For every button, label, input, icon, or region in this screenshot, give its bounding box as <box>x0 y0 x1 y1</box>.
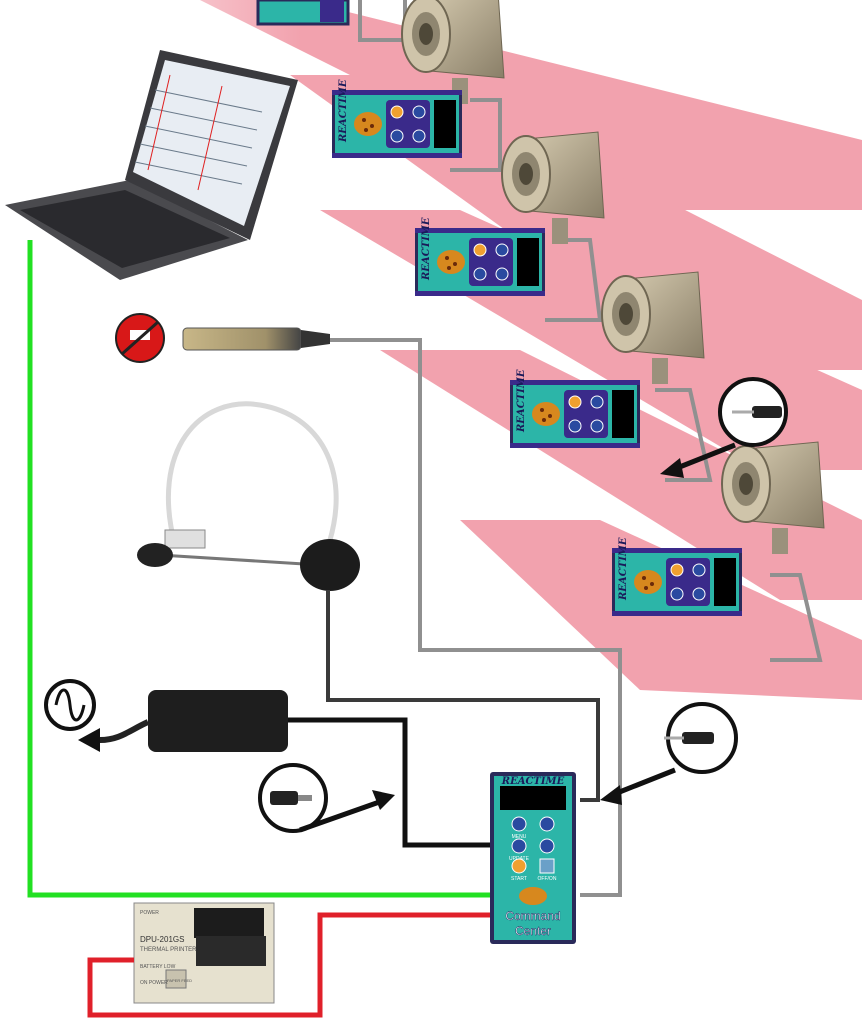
command-center-brand: REACTIME <box>501 776 565 787</box>
plug-callout-power <box>258 763 395 833</box>
power-cable <box>288 717 492 848</box>
power-adapter <box>78 690 288 752</box>
command-center-line1: Command <box>505 909 560 923</box>
printer-feed-label: PAPER FEED <box>167 978 192 983</box>
printer-power-label: POWER <box>140 910 159 916</box>
mic-cable <box>330 338 622 897</box>
printer-on-label: ON POWER <box>140 980 168 986</box>
sine-wave-icon <box>44 679 96 731</box>
thermal-printer: DPU-201GS THERMAL PRINTER POWER BATTERY … <box>133 902 275 1004</box>
laptop <box>5 50 298 280</box>
partial-unit-top <box>256 0 350 26</box>
no-microphone-icon <box>115 313 165 363</box>
command-center: REACTIME MENU UPDATE START OFF/ON Comman… <box>490 772 576 944</box>
plug-callout-headset <box>600 702 738 805</box>
offon-label: OFF/ON <box>538 876 557 882</box>
command-center-line2: Center <box>515 924 551 938</box>
printer-subtitle: THERMAL PRINTER <box>140 947 197 953</box>
plug-callout-speaker <box>660 377 788 478</box>
pc-cable <box>27 240 492 898</box>
menu-label: MENU <box>512 834 527 840</box>
printer-model: DPU-201GS <box>140 935 184 944</box>
printer-cable <box>87 912 492 1018</box>
printer-battery-label: BATTERY LOW <box>140 964 176 970</box>
headset-cable <box>326 590 600 802</box>
start-label: START <box>511 876 527 882</box>
satellite-unit-3 <box>509 368 641 449</box>
satellite-unit-4 <box>611 536 743 617</box>
headset <box>137 401 360 591</box>
satellite-unit-2 <box>414 216 546 297</box>
microphone <box>182 327 330 351</box>
satellite-unit-1 <box>331 78 463 159</box>
